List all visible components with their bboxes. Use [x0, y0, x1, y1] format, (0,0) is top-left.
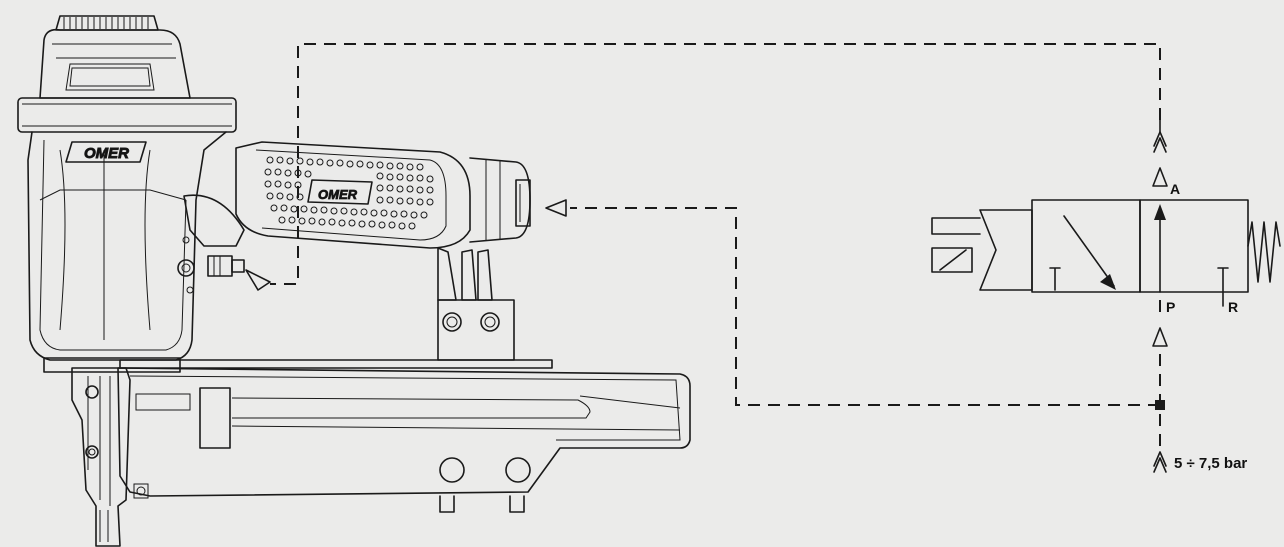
solenoid-actuator — [931, 209, 1033, 291]
inlet-arrow-rear — [545, 199, 567, 217]
port-label-p: P — [1166, 299, 1175, 315]
signal-line-to-inlet — [270, 43, 1161, 285]
port-label-a: A — [1170, 181, 1180, 197]
spring-return — [1247, 221, 1281, 283]
valve-symbol: A P R — [931, 181, 1281, 315]
brand-logo-top: OMER — [84, 145, 129, 162]
brand-logo-handle: OMER — [318, 187, 358, 202]
supply-line-to-tool — [570, 207, 1160, 406]
valve-box-right — [1139, 199, 1249, 293]
pneumatic-lines — [270, 43, 1161, 446]
coupling-supply — [1153, 451, 1167, 473]
magazine — [117, 359, 691, 513]
inlet-arrow-side — [245, 269, 271, 291]
handle: OMER — [235, 141, 531, 249]
nose-piece — [71, 367, 131, 547]
supply-pressure-label: 5 ÷ 7,5 bar — [1174, 455, 1247, 472]
port-p-arrow — [1152, 327, 1168, 347]
supply-junction — [1155, 400, 1165, 410]
port-a-arrow — [1152, 167, 1168, 187]
rear-support — [437, 247, 515, 361]
air-inlet-fitting — [177, 194, 245, 294]
grip-dots — [264, 156, 434, 230]
cylinder-body: OMER — [17, 97, 237, 373]
top-cap — [39, 15, 191, 99]
coupling-top — [1153, 131, 1167, 153]
stapler-tool-drawing: OMER — [17, 15, 691, 547]
port-label-r: R — [1228, 299, 1238, 315]
